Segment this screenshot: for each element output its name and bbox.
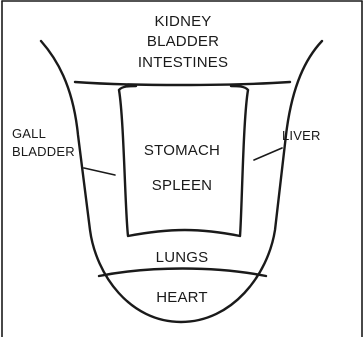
label-stomach: STOMACH xyxy=(144,142,220,159)
back-zone-boundary xyxy=(75,82,290,85)
label-lungs: LUNGS xyxy=(156,249,209,266)
liver-pointer xyxy=(254,148,282,160)
label-liver: LIVER xyxy=(282,128,321,143)
center-zone-boundary xyxy=(119,86,248,236)
label-gall-bladder: BLADDER xyxy=(12,144,75,159)
label-spleen: SPLEEN xyxy=(152,177,212,194)
label-heart: HEART xyxy=(156,289,208,306)
label-kidney: KIDNEY xyxy=(154,13,211,30)
label-gall: GALL xyxy=(12,126,46,141)
label-intestines: INTESTINES xyxy=(138,54,228,71)
gall-bladder-pointer xyxy=(84,168,115,175)
lungs-heart-boundary xyxy=(99,269,266,277)
label-bladder: BLADDER xyxy=(147,33,219,50)
